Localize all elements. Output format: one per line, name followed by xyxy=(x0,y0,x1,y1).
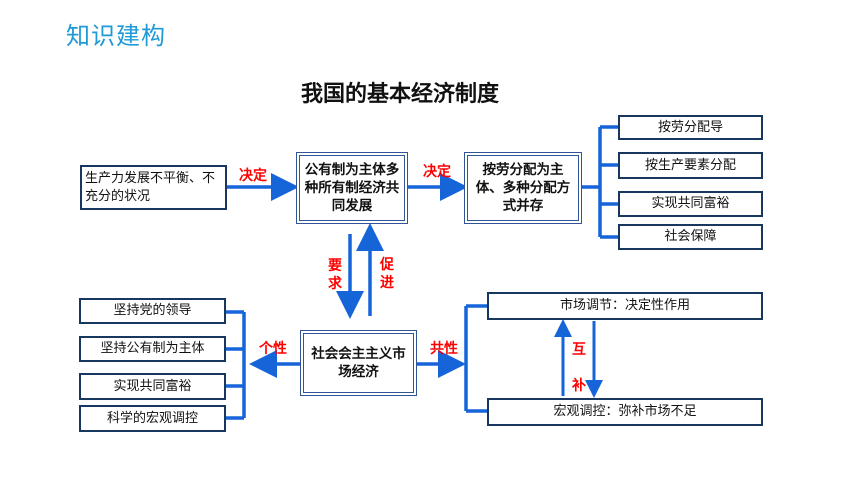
distribution-item: 按生产要素分配 xyxy=(618,152,763,179)
distribution-item: 按劳分配导 xyxy=(618,115,763,140)
distribution-item-text: 实现共同富裕 xyxy=(651,196,730,212)
market-economy-box: 社会会主主义市场经济 xyxy=(300,330,417,396)
individuality-item: 坚持党的领导 xyxy=(79,298,226,324)
distribution-item: 社会保障 xyxy=(618,224,763,250)
diagram-title: 我国的基本经济制度 xyxy=(300,82,499,107)
macro-control-text: 宏观调控：弥补市场不足 xyxy=(553,404,697,420)
distribution-item-text: 按劳分配导 xyxy=(657,119,723,135)
individuality-item-text: 实现共同富裕 xyxy=(113,378,192,394)
individuality-item-text: 坚持公有制为主体 xyxy=(100,341,205,357)
label-promote: 促进 xyxy=(380,257,394,291)
individuality-item: 坚持公有制为主体 xyxy=(79,336,226,362)
macro-control-box: 宏观调控：弥补市场不足 xyxy=(487,398,763,426)
label-commonality: 共性 xyxy=(430,341,458,357)
distribution-item-text: 社会保障 xyxy=(664,229,717,245)
market-regulation-text: 市场调节：决定性作用 xyxy=(559,298,690,314)
individuality-item: 科学的宏观调控 xyxy=(79,405,226,432)
productivity-box: 生产力发展不平衡、不充分的状况 xyxy=(80,165,227,210)
ownership-text: 公有制为主体多种所有制经济共同发展 xyxy=(304,161,400,215)
label-individuality: 个性 xyxy=(259,341,287,357)
individuality-item-text: 坚持党的领导 xyxy=(113,303,192,319)
ownership-box: 公有制为主体多种所有制经济共同发展 xyxy=(296,152,408,224)
individuality-item-text: 科学的宏观调控 xyxy=(106,410,198,426)
distribution-text: 按劳分配为主体、多种分配方式并存 xyxy=(475,161,571,215)
label-mutual-2: 补 xyxy=(572,378,586,394)
market-regulation-box: 市场调节：决定性作用 xyxy=(487,292,763,320)
header-title: 知识建构 xyxy=(66,22,166,50)
distribution-item-text: 按生产要素分配 xyxy=(644,157,736,173)
bracket-distribution xyxy=(582,125,618,239)
bracket-commonality xyxy=(464,304,487,413)
label-decide-1: 决定 xyxy=(239,168,267,184)
market-economy-text: 社会会主主义市场经济 xyxy=(311,345,406,380)
label-decide-2: 决定 xyxy=(423,164,451,180)
productivity-text: 生产力发展不平衡、不充分的状况 xyxy=(85,170,216,204)
distribution-box: 按劳分配为主体、多种分配方式并存 xyxy=(464,152,582,224)
label-require: 要求 xyxy=(328,258,342,292)
distribution-item: 实现共同富裕 xyxy=(618,191,763,217)
bracket-individuality xyxy=(226,310,246,420)
individuality-item: 实现共同富裕 xyxy=(79,373,226,400)
label-mutual-1: 互 xyxy=(572,342,586,358)
